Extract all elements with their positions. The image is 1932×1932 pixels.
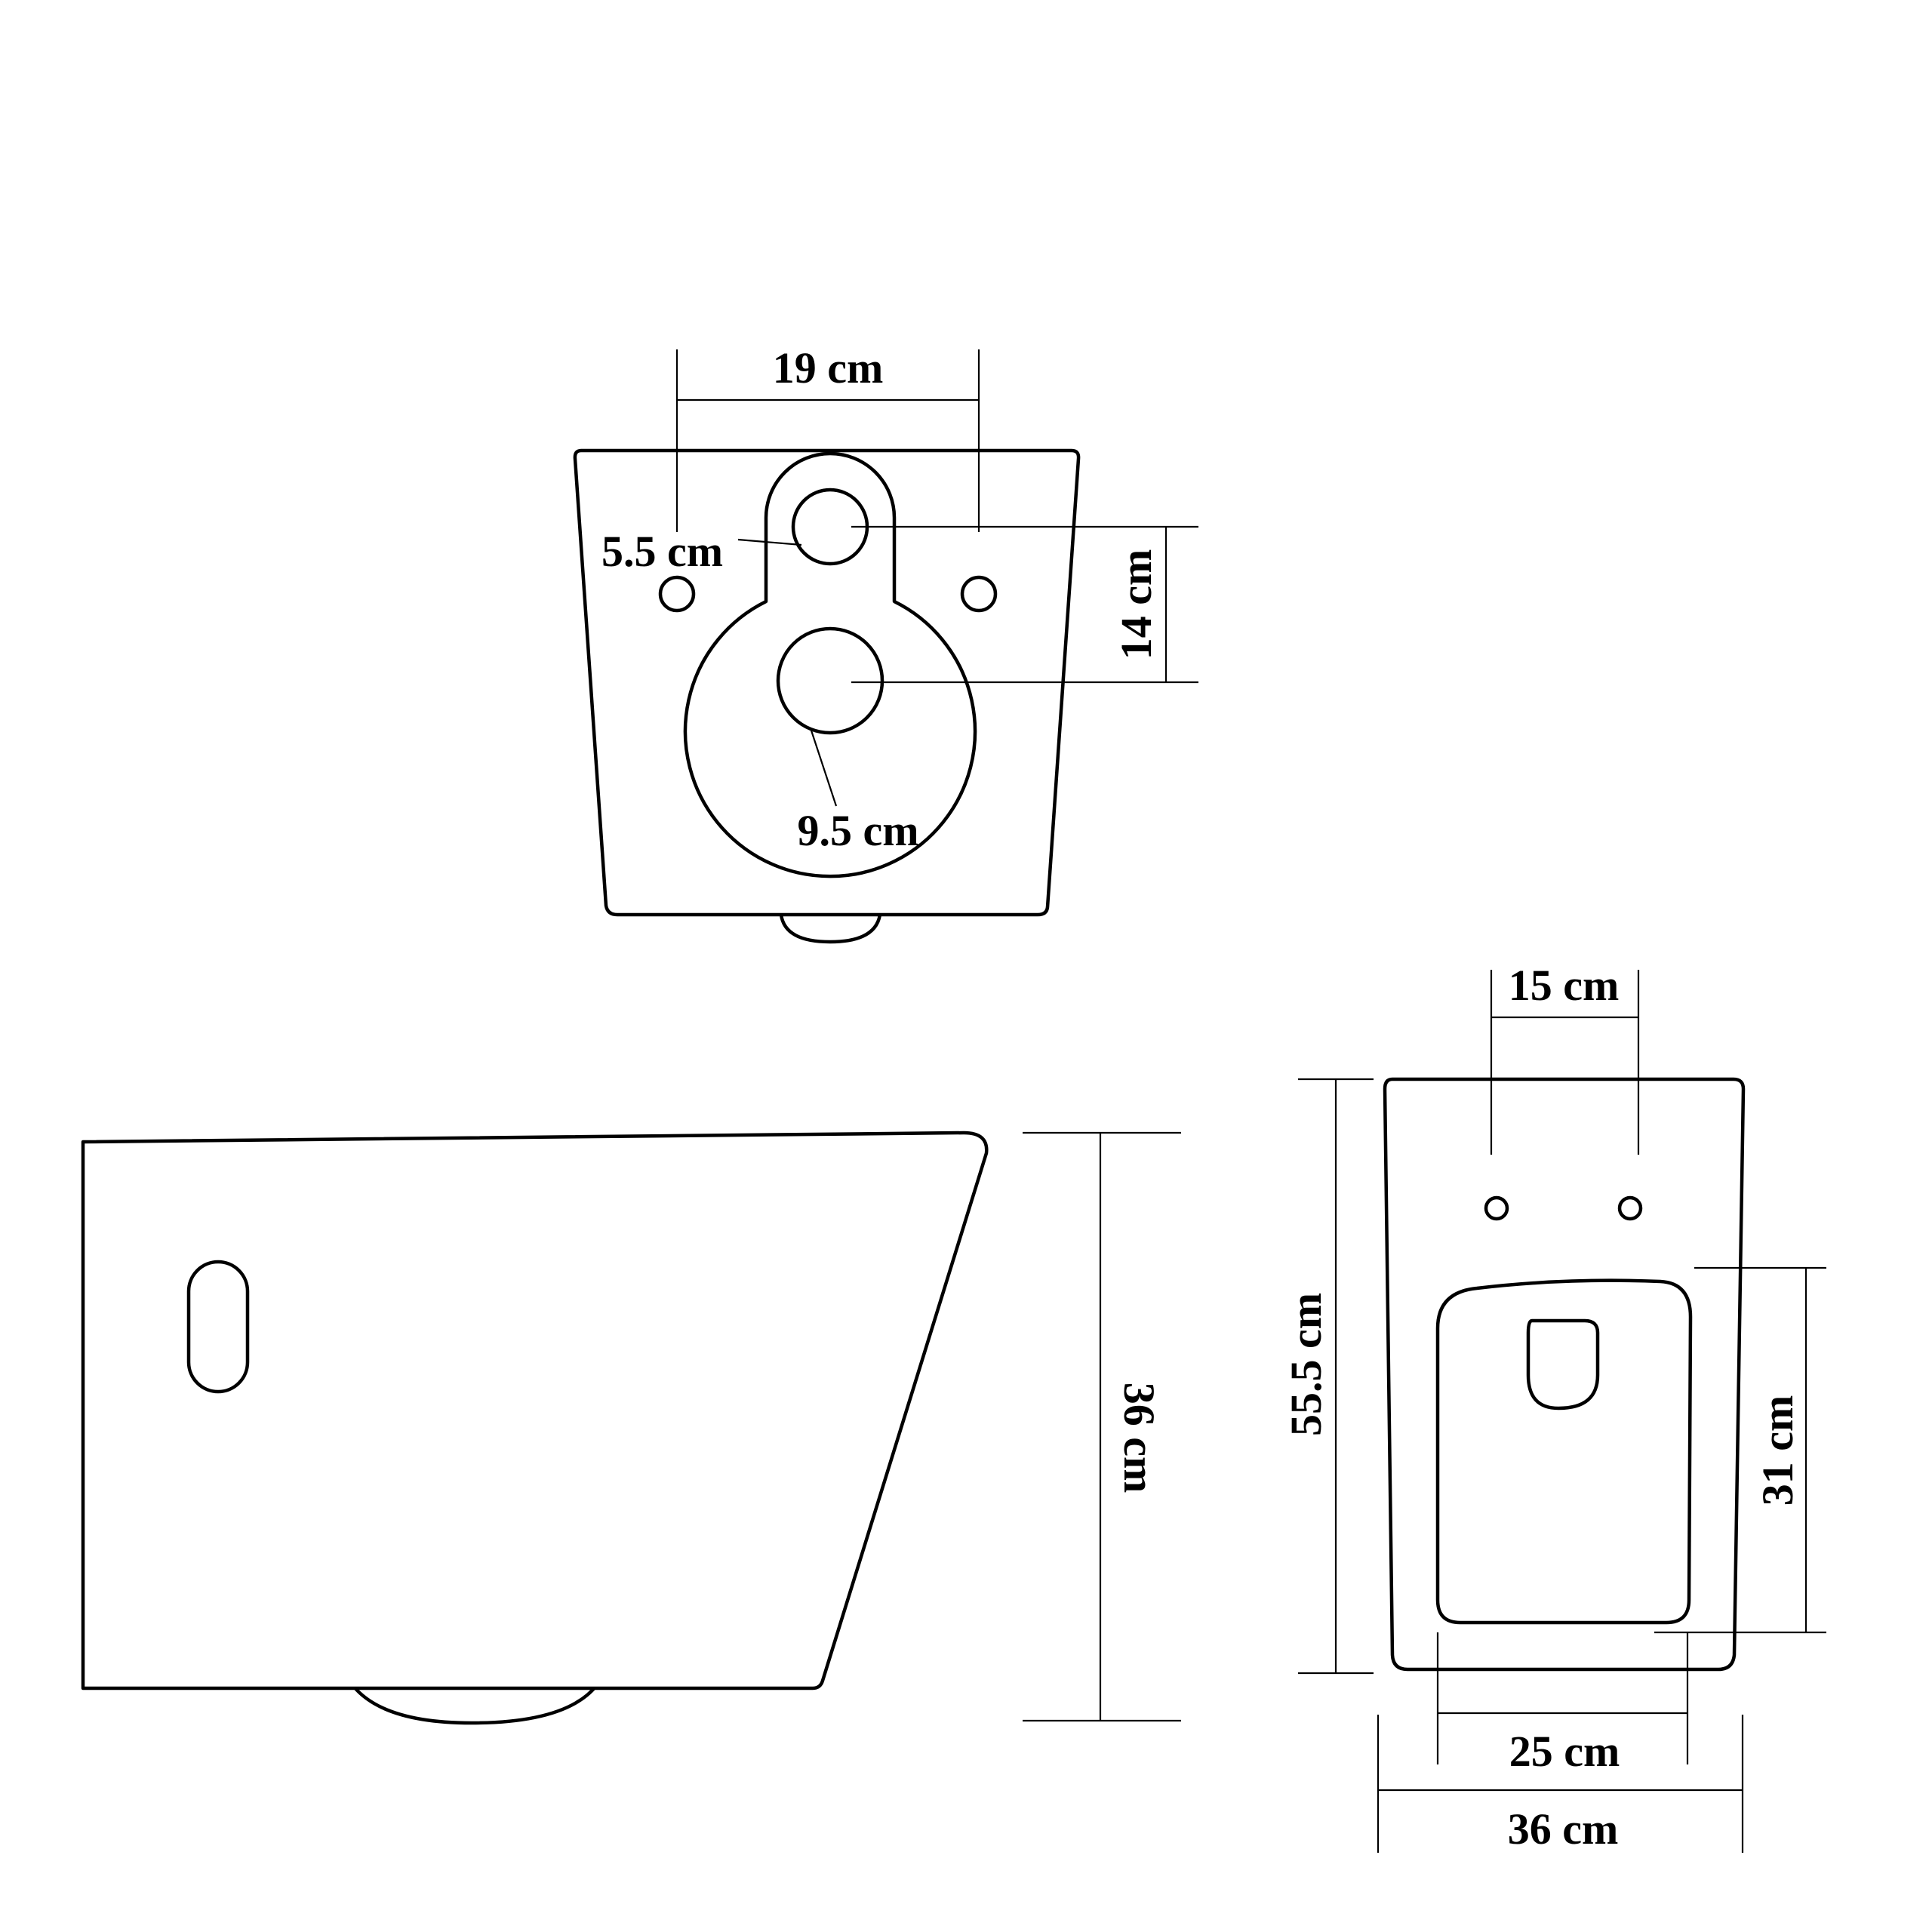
dim-5-5-leader bbox=[737, 538, 802, 546]
dim-36-height-label: 36 cm bbox=[1115, 1383, 1164, 1494]
front-view: 19 cm 5.5 cm 14 cm 9.5 cm bbox=[573, 343, 1198, 944]
dim-31-label: 31 cm bbox=[1753, 1395, 1802, 1506]
side-view-body bbox=[81, 1131, 989, 1690]
side-view-inlet-slot bbox=[186, 1260, 250, 1394]
dim-36-width-label: 36 cm bbox=[1508, 1804, 1619, 1854]
top-view-right-bolt-hole bbox=[1617, 1195, 1643, 1221]
side-view-drain-bump bbox=[351, 1684, 598, 1725]
dim-19-label: 19 cm bbox=[773, 343, 884, 392]
dim-9-5-label: 9.5 cm bbox=[797, 806, 918, 855]
dim-25-label: 25 cm bbox=[1509, 1727, 1620, 1776]
dim-14-label: 14 cm bbox=[1112, 549, 1161, 660]
right-mounting-hole bbox=[960, 575, 998, 613]
side-view: 36 cm bbox=[81, 1131, 1181, 1725]
dim-5-5-label: 5.5 cm bbox=[601, 527, 723, 576]
top-view: 15 cm 55.5 cm 31 cm 25 cm 36 cm bbox=[1281, 961, 1826, 1854]
dim-55-5-label: 55.5 cm bbox=[1281, 1293, 1331, 1436]
left-mounting-hole bbox=[658, 575, 696, 613]
top-view-seat-hinge-cutout bbox=[1526, 1318, 1600, 1411]
top-view-seat bbox=[1435, 1278, 1693, 1625]
dim-9-5-leader bbox=[810, 730, 838, 807]
top-view-left-bolt-hole bbox=[1484, 1195, 1509, 1221]
front-view-drain-bump bbox=[779, 912, 882, 944]
dim-15-label: 15 cm bbox=[1509, 961, 1620, 1010]
outlet-hole bbox=[776, 626, 884, 735]
